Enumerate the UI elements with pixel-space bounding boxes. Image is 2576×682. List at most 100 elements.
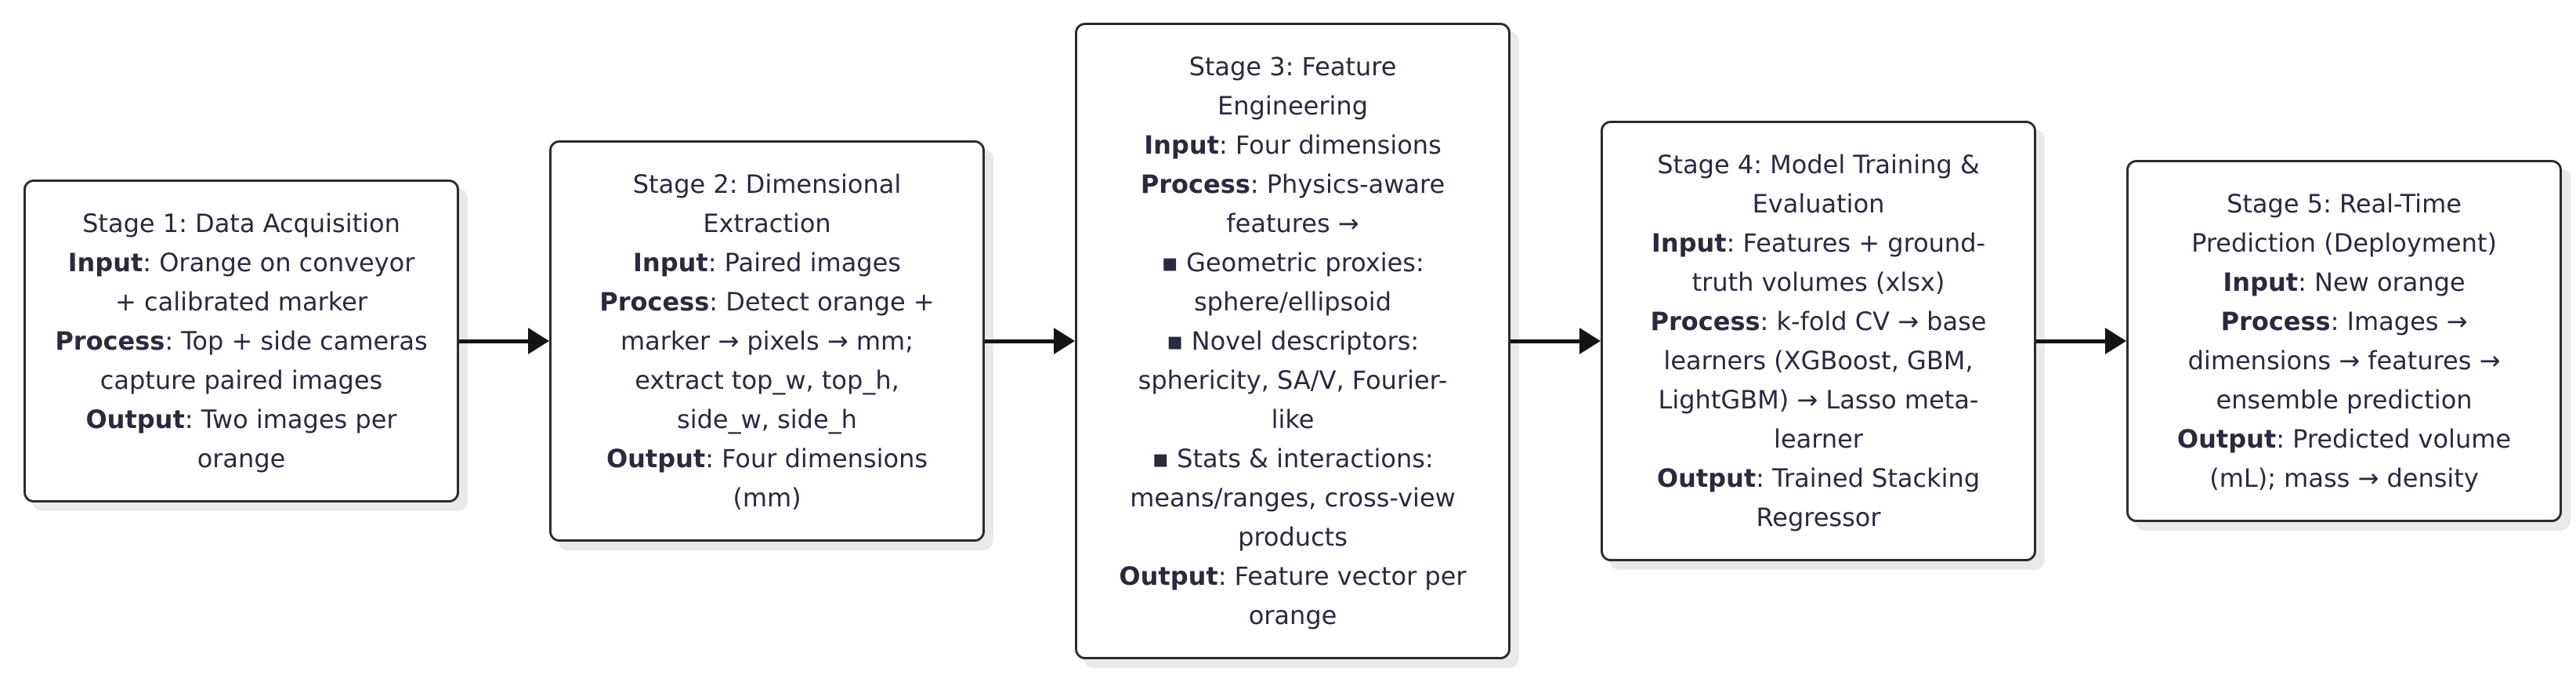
text-segment: ensemble prediction [2216,385,2473,415]
stage-2-text-line: extract top_w, top_h, [570,361,964,400]
stage-2-text-line: Extraction [570,204,964,243]
text-segment: products [1238,522,1348,552]
stage-3-text-line: Process: Physics-aware [1096,165,1489,204]
field-label: Output [1656,463,1757,493]
text-segment: features → [1226,209,1359,238]
text-segment: truth volumes (xlsx) [1691,267,1945,297]
text-segment: Stage 4: Model Training & [1657,150,1980,180]
stage-5-text-line: Process: Images → [2147,302,2541,341]
text-segment: Engineering [1217,91,1368,121]
text-segment: + calibrated marker [115,287,367,317]
text-segment: Extraction [703,209,831,238]
text-segment: : Feature vector per [1217,561,1467,591]
stage-3-text-line: Stage 3: Feature [1096,47,1489,86]
stage-5-text-line: Output: Predicted volume [2147,419,2541,459]
stage-4-text-line: Stage 4: Model Training & [1622,145,2015,184]
text-segment: sphericity, SA/V, Fourier- [1138,365,1448,395]
text-segment: learners (XGBoost, GBM, [1663,346,1974,375]
stage-4-text-line: learners (XGBoost, GBM, [1622,341,2015,380]
field-label: Process [2220,307,2331,336]
text-segment: : Predicted volume [2276,424,2512,454]
stage-3-text-line: sphericity, SA/V, Fourier- [1096,361,1489,400]
text-segment: : Features + ground- [1726,228,1986,258]
field-label: Process [55,326,165,356]
arrow-shaft [1511,339,1579,343]
arrow-head-icon [528,328,549,354]
stage-2-text-line: marker → pixels → mm; [570,321,964,361]
text-segment: : Physics-aware [1250,169,1445,199]
stage-3-text-line: like [1096,400,1489,439]
stage-3-text-line: sphere/ellipsoid [1096,282,1489,321]
text-segment: : Top + side cameras [165,326,428,356]
stage-3-text-line: products [1096,517,1489,557]
stage-3-text-line: ▪ Novel descriptors: [1096,321,1489,361]
stage-4-text-line: Regressor [1622,498,2015,537]
text-segment: ▪ Geometric proxies: [1161,248,1424,278]
text-segment: : Four dimensions [705,444,928,473]
stage-4-text-line: truth volumes (xlsx) [1622,263,2015,302]
text-segment: : Two images per [184,404,397,434]
stage-5-text-line: Prediction (Deployment) [2147,223,2541,263]
text-segment: Regressor [1756,502,1881,532]
stage-4-text-line: Process: k-fold CV → base [1622,302,2015,341]
field-label: Input [633,248,708,278]
stage-3-text-line: features → [1096,204,1489,243]
text-segment: side_w, side_h [677,404,857,434]
text-segment: : Detect orange + [709,287,935,317]
stage-5-text-line: dimensions → features → [2147,341,2541,380]
text-segment: orange [197,444,286,473]
text-segment: Stage 1: Data Acquisition [82,209,400,238]
text-segment: Evaluation [1752,189,1885,219]
stage-2-text-line: Stage 2: Dimensional [570,165,964,204]
stage-1-text-line: Process: Top + side cameras [45,321,438,361]
stage-4-text-line: Output: Trained Stacking [1622,459,2015,498]
stage-1-text-line: + calibrated marker [45,282,438,321]
field-label: Input [2223,267,2299,297]
text-segment: : New orange [2298,267,2466,297]
stage-4-text-line: Input: Features + ground- [1622,223,2015,263]
stage-1-text-line: capture paired images [45,361,438,400]
field-label: Process [599,287,710,317]
stage-3-text-line: Output: Feature vector per [1096,557,1489,596]
text-segment: sphere/ellipsoid [1194,287,1391,317]
text-segment: marker → pixels → mm; [620,326,914,356]
stage-5-text-line: (mL); mass → density [2147,459,2541,498]
stage-1-text-line: Input: Orange on conveyor [45,243,438,282]
stage-5-text-line: Stage 5: Real-Time [2147,184,2541,223]
stage-1-text-line: Output: Two images per [45,400,438,439]
text-segment: (mL); mass → density [2209,463,2479,493]
text-segment: : Images → [2330,307,2468,336]
field-label: Input [67,248,143,278]
stage-2-text-line: Output: Four dimensions [570,439,964,478]
stage-4-text-line: Evaluation [1622,184,2015,223]
text-segment: LightGBM) → Lasso meta- [1658,385,1979,415]
flow-arrow-4 [2036,328,2126,354]
flow-arrow-3 [1511,328,1601,354]
stage-3-text-line: Engineering [1096,86,1489,125]
text-segment: : Orange on conveyor [143,248,415,278]
arrow-head-icon [1054,328,1075,354]
stage-1-text-line: orange [45,439,438,478]
stage-3-text-line: Input: Four dimensions [1096,125,1489,165]
text-segment: Stage 2: Dimensional [632,169,902,199]
arrow-shaft [985,339,1054,343]
text-segment: : Trained Stacking [1756,463,1981,493]
arrow-shaft [459,339,528,343]
arrow-head-icon [2105,328,2126,354]
field-label: Output [1119,561,1218,591]
field-label: Process [1650,307,1760,336]
arrow-head-icon [1579,328,1601,354]
text-segment: : Four dimensions [1218,130,1442,160]
text-segment: dimensions → features → [2187,346,2501,375]
stage-4-text-line: LightGBM) → Lasso meta- [1622,380,2015,419]
text-segment: means/ranges, cross-view [1130,483,1456,513]
stage-1-text-line: Stage 1: Data Acquisition [45,204,438,243]
stage-2-text-line: Process: Detect orange + [570,282,964,321]
flow-arrow-1 [459,328,549,354]
arrow-shaft [2036,339,2105,343]
stage-3-text-line: means/ranges, cross-view [1096,478,1489,517]
text-segment: like [1271,404,1315,434]
